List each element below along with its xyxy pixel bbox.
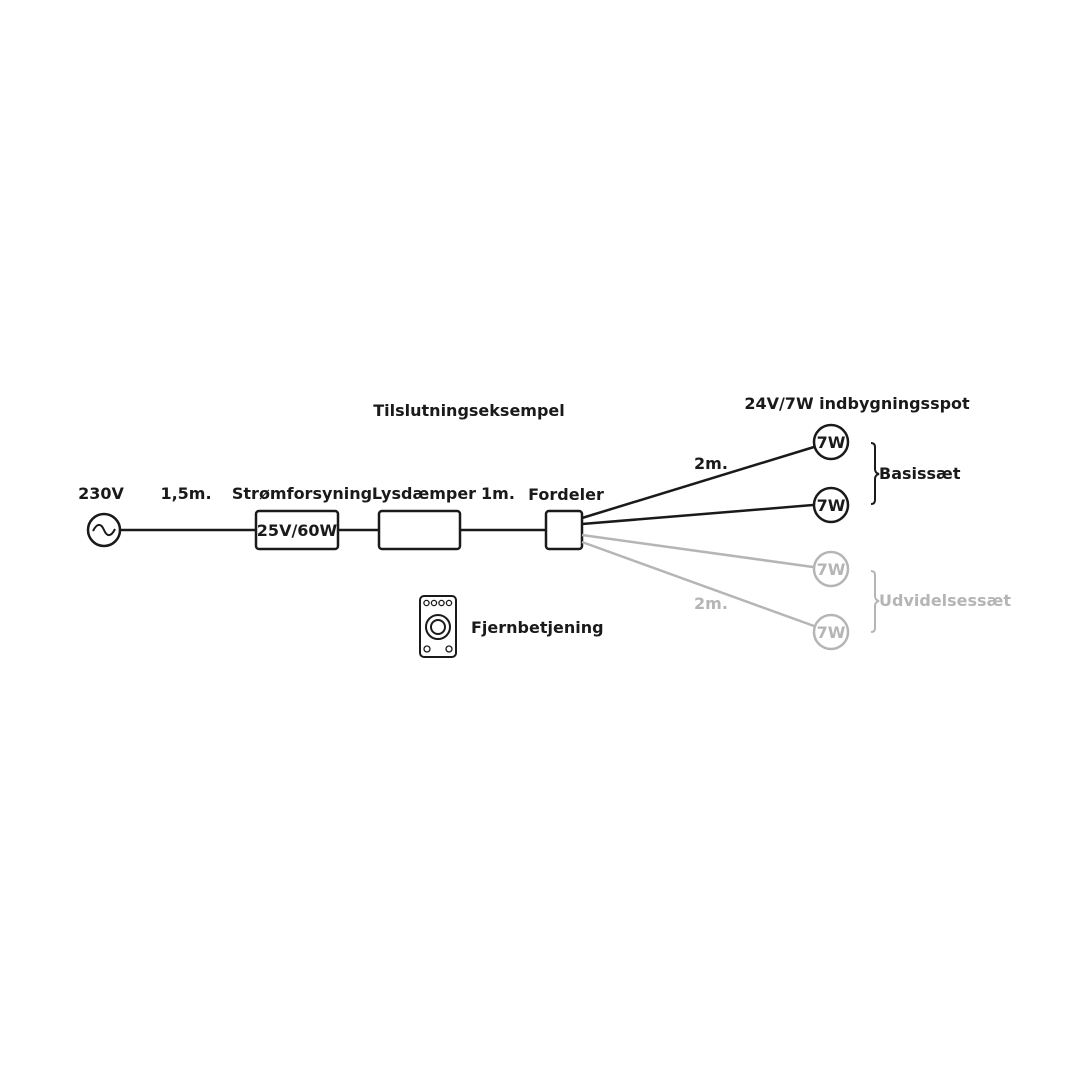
- spot-4-watt: 7W: [817, 623, 846, 642]
- extension-set-label: Udvidelsessæt: [879, 591, 1011, 610]
- ac-source-icon: [86, 512, 122, 548]
- basic-set-brace: [870, 442, 880, 505]
- spot-cable-2: [581, 503, 814, 526]
- spot-3: 7W: [812, 550, 850, 588]
- dimmer-box: [377, 509, 462, 551]
- power-supply-label: Strømforsyning: [232, 484, 372, 503]
- spot-2-watt: 7W: [817, 496, 846, 515]
- remote-control-icon: [419, 595, 457, 658]
- distributor-label: Fordeler: [528, 485, 604, 504]
- dimmer-cable-length: 1m.: [481, 484, 515, 503]
- spot-heading: 24V/7W indbygningsspot: [744, 394, 970, 413]
- mains-cable-length: 1,5m.: [160, 484, 211, 503]
- spot-cable-1: [581, 445, 815, 520]
- spot-cable-length-extension: 2m.: [694, 594, 728, 613]
- spot-cable-3: [581, 533, 814, 569]
- spot-4: 7W: [812, 613, 850, 651]
- power-supply-box: 25V/60W: [254, 509, 340, 551]
- spot-cable-length-basic: 2m.: [694, 454, 728, 473]
- diagram-title: Tilslutningseksempel: [373, 401, 565, 420]
- spot-1: 7W: [812, 423, 850, 461]
- basic-set-label: Basissæt: [879, 464, 961, 483]
- spot-1-watt: 7W: [817, 433, 846, 452]
- spot-2: 7W: [812, 486, 850, 524]
- spot-3-watt: 7W: [817, 560, 846, 579]
- spot-cable-4: [581, 540, 815, 628]
- source-label: 230V: [78, 484, 124, 503]
- power-supply-rating: 25V/60W: [257, 521, 338, 540]
- distributor-box: [544, 509, 584, 551]
- extension-set-brace: [870, 570, 880, 633]
- remote-label: Fjernbetjening: [471, 618, 604, 637]
- dimmer-label: Lysdæmper: [372, 484, 476, 503]
